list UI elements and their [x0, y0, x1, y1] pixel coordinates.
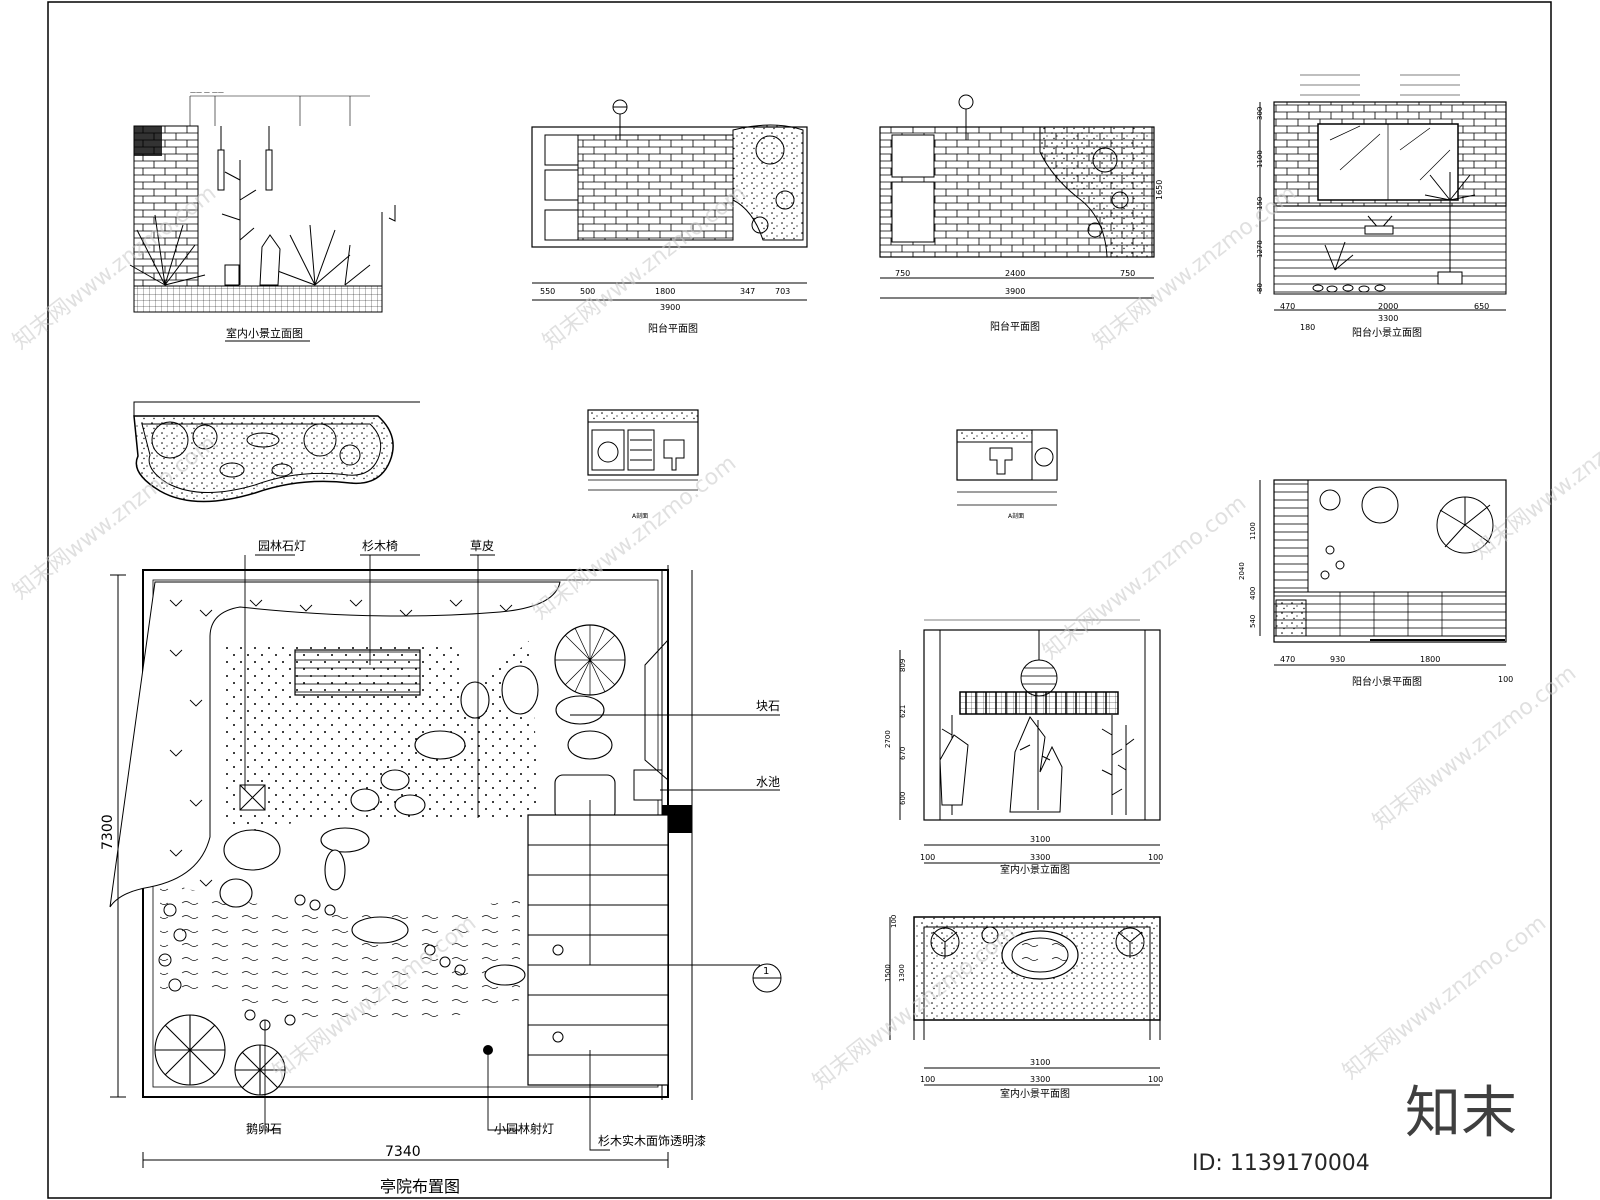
label-bench: 杉木椅 [362, 539, 398, 553]
title-indoor-elevation-2: 室内小景立面图 [1000, 863, 1070, 876]
dim-height: 7300 [100, 814, 116, 850]
section-b: A剖面 [956, 429, 1058, 520]
svg-text:540: 540 [1249, 615, 1257, 628]
svg-text:知末网www.znzmo.com: 知末网www.znzmo.com [1338, 911, 1551, 1085]
svg-text:2400: 2400 [1005, 269, 1025, 278]
svg-text:1100: 1100 [1249, 522, 1257, 540]
svg-text:180: 180 [1300, 323, 1315, 332]
svg-text:100: 100 [920, 853, 935, 862]
svg-text:3100: 3100 [1030, 835, 1050, 844]
svg-text:2000: 2000 [1378, 302, 1398, 311]
svg-text:100: 100 [1498, 675, 1513, 684]
svg-text:150: 150 [1256, 197, 1264, 210]
svg-text:A剖面: A剖面 [1008, 512, 1024, 520]
label-block-stone: 块石 [756, 699, 780, 713]
label-stone-lamp: 园林石灯 [258, 539, 306, 553]
title-balcony-plan-2: 阳台平面图 [990, 320, 1040, 333]
title-indoor-plan: 室内小景平面图 [1000, 1087, 1070, 1100]
svg-text:1100: 1100 [1256, 150, 1264, 168]
svg-text:2700: 2700 [884, 730, 892, 748]
svg-text:400: 400 [1249, 587, 1257, 600]
svg-text:809: 809 [899, 659, 907, 672]
planter-plan [133, 401, 420, 503]
svg-text:1500: 1500 [884, 964, 892, 982]
balcony-small-plan: 1100 2040 400 540 470 930 1800 100 阳台小景平… [1238, 479, 1513, 688]
svg-text:知末网www.znzmo.com: 知末网www.znzmo.com [1468, 391, 1600, 565]
indoor-elevation-1: —— — —— 室内小景立面图 [129, 89, 396, 342]
svg-text:300: 300 [1256, 107, 1264, 120]
svg-text:1: 1 [763, 966, 769, 977]
title-balcony-plan-1: 阳台平面图 [648, 322, 698, 335]
indoor-plan: 100 1300 1500 3100 3300 100 100 室内小景平面图 [884, 915, 1163, 1100]
svg-text:100: 100 [890, 915, 898, 928]
stepping-stones [219, 665, 616, 986]
svg-text:500: 500 [580, 287, 595, 296]
svg-text:470: 470 [1280, 655, 1295, 664]
svg-text:1800: 1800 [655, 287, 675, 296]
shrub-marks [169, 599, 513, 887]
svg-text:600: 600 [899, 792, 907, 805]
svg-text:470: 470 [1280, 302, 1295, 311]
svg-text:347: 347 [740, 287, 755, 296]
svg-text:650: 650 [1474, 302, 1489, 311]
svg-text:100: 100 [920, 1075, 935, 1084]
svg-text:3300: 3300 [1030, 1075, 1050, 1084]
svg-text:550: 550 [540, 287, 555, 296]
svg-text:1800: 1800 [1420, 655, 1440, 664]
label-pond: 水池 [756, 775, 780, 789]
svg-text:3900: 3900 [660, 303, 680, 312]
label-lawn: 草皮 [470, 539, 494, 553]
watermark-id: ID: 1139170004 [1192, 1151, 1370, 1176]
title-indoor-elevation-1: 室内小景立面图 [226, 326, 303, 340]
label-pebble: 鹅卵石 [246, 1122, 282, 1136]
indoor-elevation-2: 809 621 670 600 2700 3100 3300 100 100 室… [884, 619, 1163, 876]
svg-text:A剖面: A剖面 [632, 512, 648, 520]
svg-text:670: 670 [899, 747, 907, 760]
pebble-trail [158, 894, 466, 1031]
balcony-elevation: 300 1100 150 1270 80 470 2000 650 3300 1… [1256, 74, 1507, 339]
svg-text:750: 750 [895, 269, 910, 278]
svg-text:100: 100 [1148, 1075, 1163, 1084]
svg-text:1650: 1650 [1155, 180, 1164, 200]
svg-text:930: 930 [1330, 655, 1345, 664]
svg-text:100: 100 [1148, 853, 1163, 862]
svg-text:80: 80 [1256, 283, 1264, 292]
svg-text:1270: 1270 [1256, 240, 1264, 258]
section-a: A剖面 [587, 409, 699, 520]
svg-text:2040: 2040 [1238, 562, 1246, 580]
watermark-brand: 知末 [1405, 1081, 1517, 1146]
label-deck: 杉木实木面饰透明漆 [598, 1133, 706, 1148]
sheet-border [47, 1, 1552, 1199]
svg-text:3900: 3900 [1005, 287, 1025, 296]
svg-text:621: 621 [899, 705, 907, 718]
title-courtyard: 亭院布置图 [380, 1177, 460, 1196]
label-spotlight: 小园林射灯 [494, 1121, 554, 1136]
balcony-plan-2: 1650 750 2400 750 3900 阳台平面图 [879, 94, 1164, 333]
title-balcony-small-plan: 阳台小景平面图 [1352, 675, 1422, 688]
svg-text:3300: 3300 [1378, 314, 1398, 323]
svg-text:3100: 3100 [1030, 1058, 1050, 1067]
svg-text:1300: 1300 [898, 964, 906, 982]
courtyard-plan: 1 园林石灯 杉木椅 草皮 块石 水池 鹅卵石 小园林射灯 杉木实木面饰透明漆 … [100, 539, 782, 1196]
svg-text:3300: 3300 [1030, 853, 1050, 862]
balcony-plan-1: 550 500 1800 347 703 3900 阳台平面图 [531, 99, 808, 335]
svg-text:750: 750 [1120, 269, 1135, 278]
svg-text:—— — ——: —— — —— [190, 89, 224, 96]
svg-text:703: 703 [775, 287, 790, 296]
title-balcony-elevation: 阳台小景立面图 [1352, 326, 1422, 339]
dim-width: 7340 [385, 1144, 421, 1160]
